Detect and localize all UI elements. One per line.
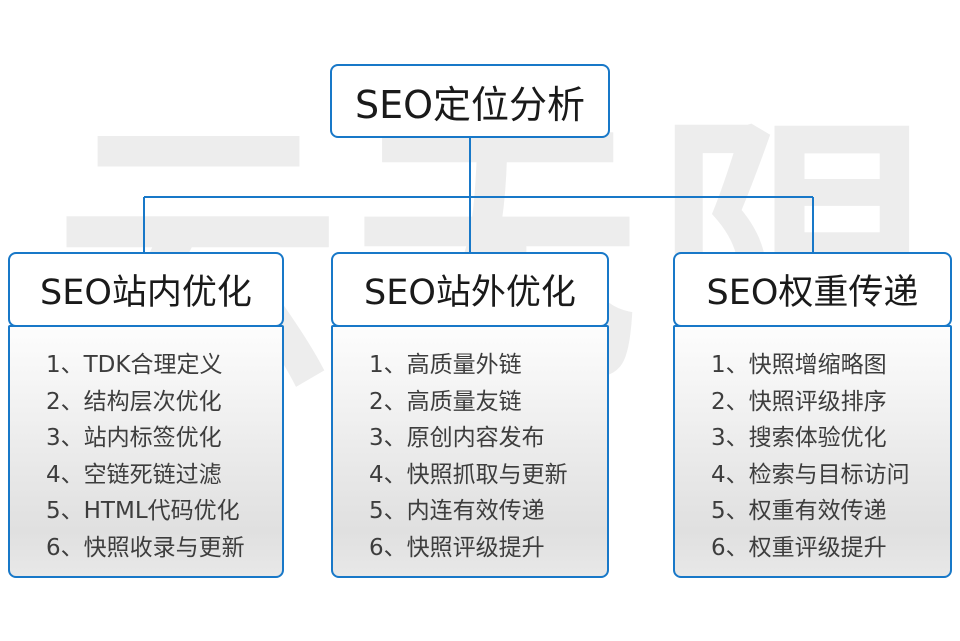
root-node-seo-positioning-analysis: SEO定位分析 — [330, 64, 610, 138]
list-item: 5、权重有效传递 — [711, 498, 887, 524]
column-item-list: 1、高质量外链 2、高质量友链 3、原创内容发布 4、快照抓取与更新 5、内连有… — [331, 325, 609, 578]
column-item-list: 1、TDK合理定义 2、结构层次优化 3、站内标签优化 4、空链死链过滤 5、H… — [8, 325, 284, 578]
list-item: 1、高质量外链 — [369, 352, 522, 378]
list-item: 3、原创内容发布 — [369, 425, 545, 451]
column-item-list: 1、快照增缩略图 2、快照评级排序 3、搜索体验优化 4、检索与目标访问 5、权… — [673, 325, 952, 578]
list-item: 2、高质量友链 — [369, 388, 522, 415]
list-item: 1、TDK合理定义 — [46, 352, 223, 378]
root-node-label: SEO定位分析 — [354, 82, 586, 127]
list-item: 6、快照评级提升 — [369, 534, 545, 561]
list-item: 4、检索与目标访问 — [711, 461, 910, 488]
list-item: 3、搜索体验优化 — [711, 425, 887, 451]
list-item: 2、快照评级排序 — [711, 388, 887, 415]
column-header-label: SEO站外优化 — [364, 273, 576, 313]
column-header-label: SEO权重传递 — [706, 273, 919, 313]
list-item: 3、站内标签优化 — [46, 425, 222, 451]
column-header: SEO站外优化 — [331, 252, 609, 327]
list-item: 4、空链死链过滤 — [46, 461, 222, 488]
column-offsite-optimization: SEO站外优化 1、高质量外链 2、高质量友链 3、原创内容发布 4、快照抓取与… — [331, 252, 609, 578]
column-header: SEO权重传递 — [673, 252, 952, 327]
list-item: 5、HTML代码优化 — [46, 498, 240, 524]
column-weight-transfer: SEO权重传递 1、快照增缩略图 2、快照评级排序 3、搜索体验优化 4、检索与… — [673, 252, 952, 578]
list-item: 6、快照收录与更新 — [46, 534, 245, 561]
list-item: 2、结构层次优化 — [46, 388, 222, 415]
column-header: SEO站内优化 — [8, 252, 284, 327]
list-item: 1、快照增缩略图 — [711, 352, 887, 378]
list-item: 5、内连有效传递 — [369, 498, 545, 524]
column-header-label: SEO站内优化 — [40, 273, 252, 313]
list-item: 6、权重评级提升 — [711, 534, 887, 561]
list-item: 4、快照抓取与更新 — [369, 461, 568, 488]
column-onsite-optimization: SEO站内优化 1、TDK合理定义 2、结构层次优化 3、站内标签优化 4、空链… — [8, 252, 284, 578]
